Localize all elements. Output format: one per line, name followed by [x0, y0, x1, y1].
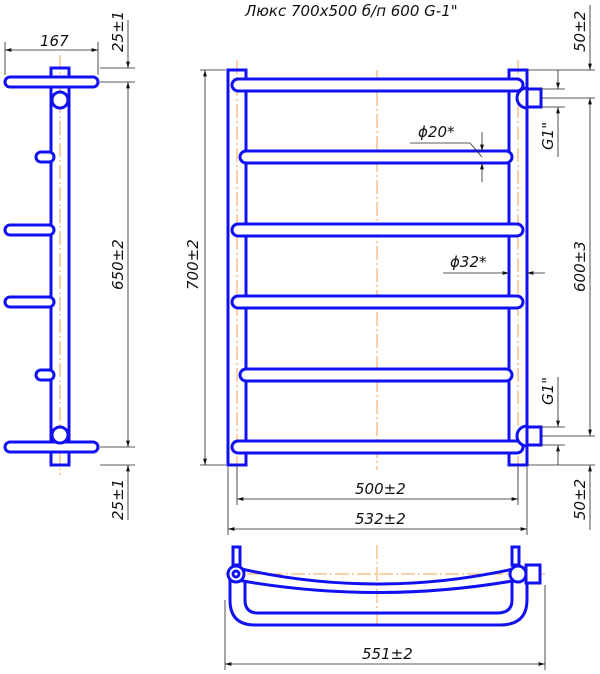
- dim-top-offset-front: 50±2: [571, 11, 589, 52]
- dim-bottom-offset: 25±1: [109, 479, 127, 520]
- dim-top-offset: 25±1: [109, 11, 127, 52]
- drawing-title: Люкс 700х500 б/п 600 G-1": [244, 2, 458, 20]
- front-view: 700±2 ϕ20* ϕ32* G1" G1" 50±2 600±3 50±2: [184, 5, 595, 535]
- dim-thread-top: G1": [539, 122, 557, 150]
- dim-inner-width: 500±2: [355, 480, 406, 498]
- dim-post-diameter: ϕ32*: [450, 253, 487, 271]
- dim-rail-diameter: ϕ20*: [418, 123, 455, 141]
- dim-bottom-offset-front: 50±2: [571, 479, 589, 520]
- dim-overall-width: 551±2: [362, 645, 413, 663]
- top-view: 551±2: [224, 545, 546, 670]
- side-view: 167 25±1 650±2 25±1: [3, 11, 135, 520]
- dim-connection-distance: 600±3: [571, 241, 589, 292]
- dim-thread-bottom: G1": [539, 377, 557, 405]
- dim-depth: 167: [40, 32, 69, 50]
- dim-center-distance: 650±2: [109, 239, 127, 290]
- dim-outer-width: 532±2: [355, 510, 406, 528]
- dim-height: 700±2: [184, 239, 202, 290]
